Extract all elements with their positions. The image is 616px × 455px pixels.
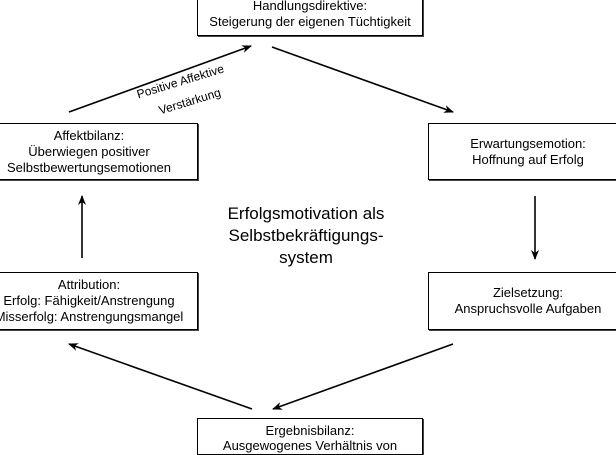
arrow-affekt-to-handlung <box>68 45 252 113</box>
box-line1: Überwiegen positiver <box>28 143 150 159</box>
box-text: Anspruchsvolle Aufgaben <box>454 301 602 316</box>
box-line1: Erfolg: Fähigkeit/Anstrengung <box>3 293 175 308</box>
arrow-handlung-to-erwartung <box>271 46 454 113</box>
box-title: Handlungsdirektive: <box>252 0 368 13</box>
box-text: Hoffnung auf Erfolg <box>472 151 584 167</box>
center-line3: system <box>279 248 333 267</box>
box-title: Attribution: <box>57 277 121 292</box>
box-handlungsdirektive: Handlungsdirektive: Steigerung der eigen… <box>197 0 423 36</box>
arrow-ergebnis-to-attribution <box>68 343 253 410</box>
box-text: Steigerung der eigenen Tüchtigkeit <box>209 14 411 29</box>
box-erwartungsemotion: Erwartungsemotion: Hoffnung auf Erfolg <box>428 123 616 180</box>
center-title: Erfolgsmotivation als Selbstbekräftigung… <box>206 203 406 269</box>
box-title: Erwartungsemotion: <box>470 135 586 151</box>
box-ergebnisbilanz: Ergebnisbilanz: Ausgewogenes Verhältnis … <box>197 418 423 455</box>
box-line2: Selbstbewertungsemotionen <box>6 159 172 175</box>
center-line1: Erfolgsmotivation als <box>227 204 385 223</box>
box-affektbilanz: Affektbilanz: Überwiegen positiver Selbs… <box>0 123 198 180</box>
center-line2: Selbstbekräftigungs- <box>228 226 384 245</box>
box-attribution: Attribution: Erfolg: Fähigkeit/Anstrengu… <box>0 272 198 330</box>
box-title: Ergebnisbilanz: <box>265 423 355 438</box>
arrow-ziel-to-ergebnis <box>272 343 454 410</box>
box-zielsetzung: Zielsetzung: Anspruchsvolle Aufgaben <box>428 272 616 330</box>
box-title: Zielsetzung: <box>492 285 564 300</box>
box-text: Ausgewogenes Verhältnis von <box>222 438 398 453</box>
box-title: Affektbilanz: <box>53 127 125 143</box>
box-line2: Misserfolg: Anstrengungsmangel <box>0 309 184 324</box>
